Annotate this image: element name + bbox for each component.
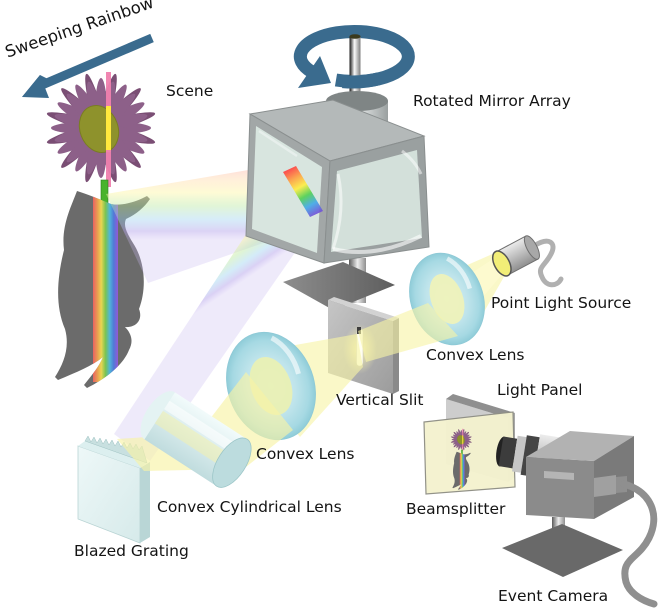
camera-body-front <box>526 457 594 519</box>
rotated-mirror-array <box>245 24 430 310</box>
mirror-face-right <box>331 150 422 252</box>
label-light-panel: Light Panel <box>497 381 583 399</box>
rotation-arrow-icon <box>293 24 415 88</box>
mirror-box <box>245 99 430 264</box>
label-beamsplitter: Beamsplitter <box>406 500 506 518</box>
beamsplitter <box>423 411 516 495</box>
camera-cable <box>620 480 658 608</box>
label-convex-lens-lower: Convex Lens <box>256 445 355 463</box>
camera-front-slot <box>544 471 574 480</box>
label-rotated-mirror-array: Rotated Mirror Array <box>413 92 571 110</box>
camera-connector <box>594 475 616 497</box>
blazed-grating <box>77 435 150 544</box>
mirror-face-left <box>252 126 322 253</box>
label-convex-lens-upper: Convex Lens <box>426 346 525 364</box>
rainbow-beam-mirror-to-scene <box>106 166 272 283</box>
mirror-base-platform <box>283 262 395 310</box>
label-event-camera: Event Camera <box>498 587 609 605</box>
camera-body-top <box>526 431 634 461</box>
light-cone-lens-to-slit <box>358 303 458 362</box>
label-blazed-grating: Blazed Grating <box>74 542 189 560</box>
convex-cylindrical-lens <box>140 391 252 488</box>
sweep-arrow-icon <box>22 33 154 98</box>
label-scene: Scene <box>166 82 214 100</box>
rainbow-reflection-streak <box>283 166 323 217</box>
label-vertical-slit: Vertical Slit <box>336 391 424 409</box>
point-light-source <box>491 235 564 288</box>
light-source-cable <box>531 238 564 288</box>
light-source-bulb <box>491 250 512 277</box>
rotation-axis-rod <box>349 36 361 106</box>
label-convex-cylindrical-lens: Convex Cylindrical Lens <box>157 498 342 516</box>
event-camera <box>496 431 658 608</box>
label-point-light-source: Point Light Source <box>491 294 632 312</box>
camera-base <box>502 524 623 577</box>
